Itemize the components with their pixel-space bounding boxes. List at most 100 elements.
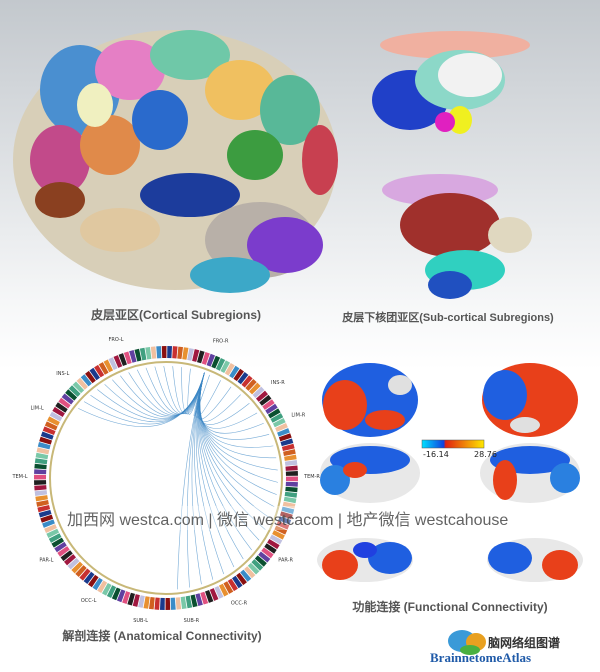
colorbar [421, 439, 485, 449]
ring-segment [36, 447, 50, 455]
ring-segment [52, 406, 65, 417]
watermark: 加西网 westca.com | 微信 westcacom | 地产微信 wes… [65, 506, 511, 530]
ring-segment [143, 596, 150, 609]
functional-brains-image [317, 363, 583, 582]
cortical-caption: 皮层亚区(Cortical Subregions) [90, 308, 262, 322]
ring-segment [201, 352, 210, 365]
ring-segment [34, 490, 48, 496]
connection-chord [136, 369, 205, 415]
ring-segment [241, 375, 253, 388]
ring-segment [280, 438, 294, 447]
ring-segment [80, 374, 92, 387]
ring-segment [85, 370, 96, 384]
ring-segment [101, 582, 112, 596]
ring-segment [281, 443, 295, 452]
ring-segment [46, 528, 60, 538]
ring-segment [206, 353, 216, 367]
ring-segment [285, 476, 298, 482]
ring-segment [275, 422, 288, 432]
ring-segment [277, 428, 290, 437]
ring-segment [274, 525, 288, 535]
lobe-label: OCC-R [231, 600, 248, 606]
ring-segment [139, 347, 147, 361]
ring-segment [39, 436, 53, 445]
logo-en-text: BrainnetomeAtlas [430, 650, 532, 665]
ring-segment [34, 485, 47, 491]
ring-segment [38, 509, 52, 518]
ring-segment [34, 458, 48, 465]
ring-segment [205, 590, 214, 603]
ring-segment [192, 349, 200, 362]
connection-chord [195, 372, 225, 575]
ring-segment [97, 580, 108, 594]
ring-segment [154, 597, 160, 610]
ring-segment [265, 403, 278, 415]
ring-segment [249, 382, 261, 395]
ring-track [49, 361, 283, 595]
ring-segment [267, 408, 281, 419]
lobe-label: SUB-L [133, 618, 148, 624]
ring-segment [211, 355, 221, 369]
ring-segment [254, 555, 267, 567]
ring-segment [255, 390, 269, 402]
lobe-label: FRO-R [213, 339, 229, 345]
ring-segment [94, 364, 105, 378]
ring-segment [218, 583, 229, 597]
ring-segment [278, 433, 292, 442]
ring-segment [258, 551, 271, 563]
ring-segment [244, 566, 256, 579]
ring-segment [200, 591, 209, 605]
subcortical-bottom-image [382, 174, 532, 299]
ring-segment [49, 411, 63, 422]
ring-segment [116, 589, 126, 603]
ring-segment [285, 465, 298, 471]
ring-segment [127, 592, 135, 606]
ring-segment [54, 541, 67, 553]
lobe-label: PAR-R [278, 558, 293, 564]
ring-segment [223, 581, 234, 594]
lobe-label: SUB-R [184, 618, 200, 624]
ring-segment [132, 594, 140, 607]
ring-segment [270, 413, 284, 423]
ring-segment [182, 347, 189, 360]
ring-segment [37, 504, 51, 513]
ring-segment [150, 346, 157, 359]
ring-segment [58, 397, 71, 409]
ring-segment [156, 346, 162, 359]
ring-segment [67, 557, 80, 570]
ring-segment [34, 463, 47, 470]
lobe-label: OCC-L [81, 598, 97, 604]
ring-segment [262, 399, 275, 410]
ring-segment [177, 346, 184, 360]
ring-segment [197, 350, 205, 364]
ring-segment [113, 355, 123, 368]
ring-segment [167, 346, 173, 359]
ring-segment [111, 587, 121, 601]
ring-segment [285, 481, 298, 487]
anatomical-caption: 解剖连接 (Anatomical Connectivity) [62, 629, 262, 643]
lobe-label: LIM-R [291, 412, 305, 418]
ring-segment [237, 371, 249, 385]
ring-segment [44, 421, 58, 431]
ring-segment [55, 402, 68, 413]
lobe-label: LIM-L [31, 405, 44, 411]
ring-segment [233, 368, 244, 382]
ring-segment [138, 595, 145, 608]
ring-segment [57, 546, 70, 557]
ring-segment [165, 597, 171, 610]
ring-segment [247, 562, 260, 575]
ring-segment [89, 367, 100, 381]
ring-segment [148, 596, 155, 610]
ring-segment [35, 495, 48, 502]
lobe-label: TEM-L [11, 474, 27, 480]
connection-chord [199, 372, 278, 483]
ring-segment [170, 597, 176, 610]
ring-segment [172, 346, 178, 359]
ring-segment [88, 574, 99, 588]
ring-segment [123, 351, 132, 365]
ring-segment [267, 539, 280, 550]
ring-segment [65, 389, 78, 401]
ring-segment [232, 575, 243, 589]
lobe-label: INS-R [271, 380, 285, 386]
